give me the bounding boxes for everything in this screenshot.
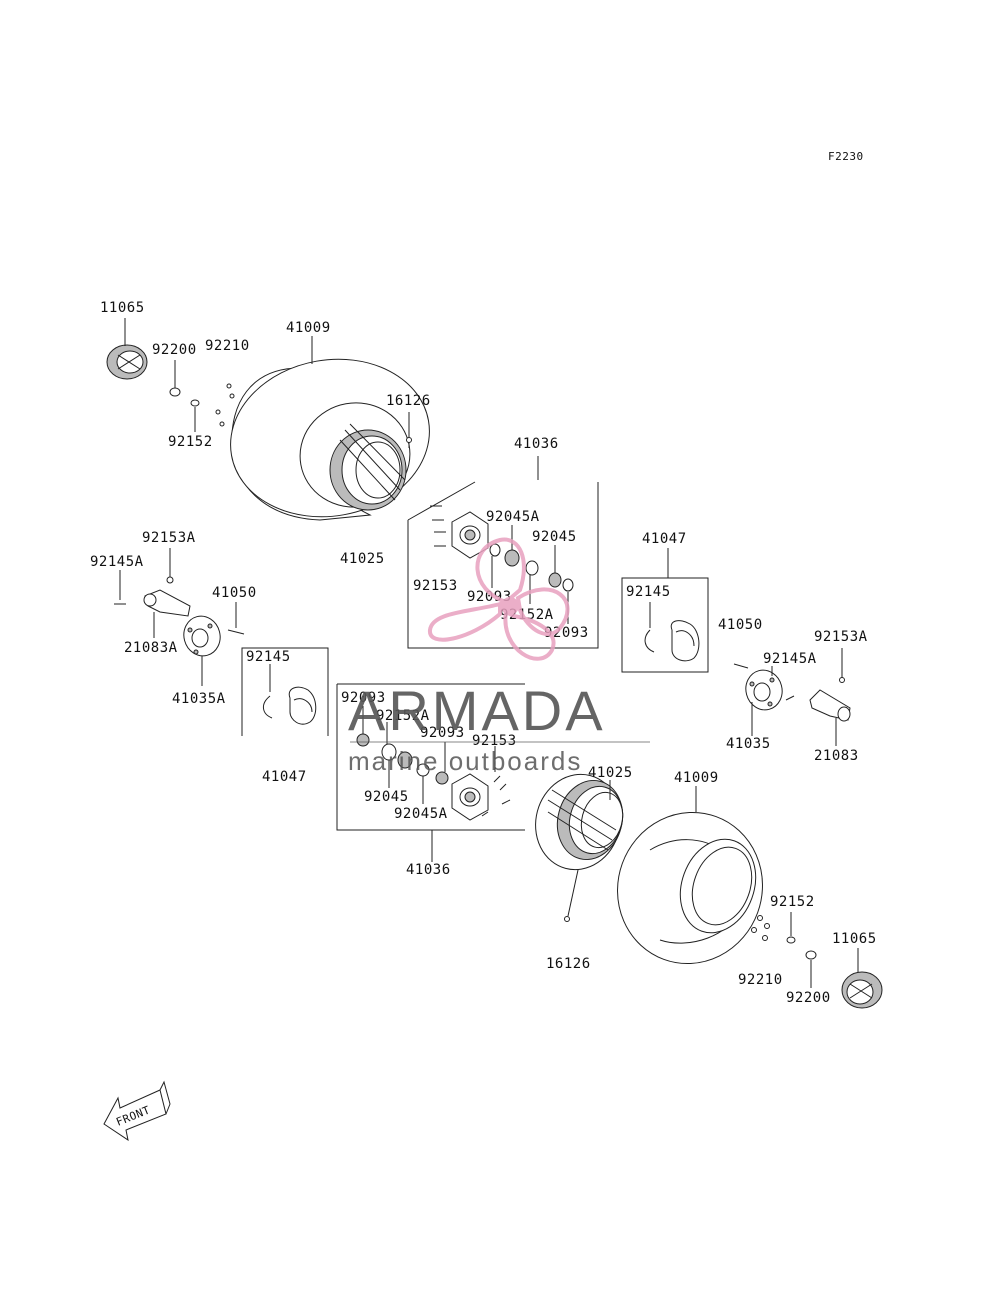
part-number-label: 41009 [286, 320, 331, 336]
hub-part [451, 773, 489, 821]
part-number-label: 41047 [642, 531, 687, 547]
part-number-label: 92045 [532, 529, 577, 545]
part-number-label: 11065 [832, 931, 877, 947]
part-number-label: 41009 [674, 770, 719, 786]
part-number-label: 41047 [262, 769, 307, 785]
knuckle-part [143, 589, 191, 617]
rim-part [535, 773, 624, 871]
part-number-label: 92045A [394, 806, 448, 822]
brake-bolt-part [227, 629, 245, 635]
part-number-label: 41050 [212, 585, 257, 601]
left-axle-group [114, 548, 245, 686]
part-number-label: 92145 [626, 584, 671, 600]
knuckle-part [809, 689, 851, 722]
tire-part [230, 358, 430, 521]
part-number-label: 92093 [341, 690, 386, 706]
lower-brake-shoe-group [241, 647, 329, 736]
brake-shoe-part [644, 620, 700, 662]
part-number-label: 92200 [152, 342, 197, 358]
figure-code: F2230 [828, 150, 864, 163]
part-number-label: 92210 [205, 338, 250, 354]
tire-part [617, 811, 763, 965]
watermark: ARMADA marine outboards [348, 537, 650, 776]
lower-hub-group [336, 683, 525, 862]
valve-part [564, 869, 579, 922]
part-number-label: 16126 [386, 393, 431, 409]
part-number-label: 92093 [544, 625, 589, 641]
part-number-label: 92093 [420, 725, 465, 741]
part-number-label: 41035A [172, 691, 226, 707]
part-number-label: 92145A [90, 554, 144, 570]
part-number-label: 92153 [413, 578, 458, 594]
brake-shoe-part [263, 686, 317, 725]
upper-left-wheel-group [106, 318, 430, 521]
part-number-label: 92210 [738, 972, 783, 988]
part-number-label: 41025 [340, 551, 385, 567]
watermark-tagline: marine outboards [348, 746, 582, 776]
hub-bolt-part [430, 505, 446, 547]
upper-brake-shoe-group [621, 548, 709, 673]
part-number-label: 41025 [588, 765, 633, 781]
part-number-label: 41036 [406, 862, 451, 878]
front-arrow-icon: FRONT [103, 1080, 171, 1142]
hub-cap-part [106, 344, 148, 380]
part-number-label: 21083A [124, 640, 178, 656]
part-number-label: 41035 [726, 736, 771, 752]
bearing-part [356, 733, 449, 785]
right-axle-group [733, 648, 851, 746]
part-number-label: 16126 [546, 956, 591, 972]
wheel-nut-part [169, 383, 235, 427]
part-number-label: 92152 [168, 434, 213, 450]
part-number-label: 92153A [814, 629, 868, 645]
part-number-label: 92152A [376, 708, 430, 724]
bearing-part [489, 543, 574, 592]
lower-right-wheel-group [535, 773, 883, 1009]
part-number-label: 92153 [472, 733, 517, 749]
part-number-label: 41036 [514, 436, 559, 452]
part-labels: 11065 92200 92210 41009 92152 16126 4103… [90, 300, 877, 1006]
part-number-label: 41050 [718, 617, 763, 633]
part-number-label: 92153A [142, 530, 196, 546]
part-number-label: 92152 [770, 894, 815, 910]
part-number-label: 21083 [814, 748, 859, 764]
part-number-label: 92045 [364, 789, 409, 805]
part-number-label: 92200 [786, 990, 831, 1006]
part-number-label: 92045A [486, 509, 540, 525]
part-number-label: 92145A [763, 651, 817, 667]
propeller-logo-icon [428, 537, 570, 661]
valve-part [406, 437, 412, 448]
watermark-brand: ARMADA [348, 679, 606, 742]
part-number-label: 11065 [100, 300, 145, 316]
wheel-nut-part [751, 915, 817, 960]
brake-drum-part [745, 669, 783, 711]
part-number-label: 92145 [246, 649, 291, 665]
hub-cap-part [841, 971, 883, 1009]
hub-bolt-part [481, 775, 511, 817]
brake-drum-part [183, 615, 221, 657]
brake-bolt-part [733, 663, 749, 669]
